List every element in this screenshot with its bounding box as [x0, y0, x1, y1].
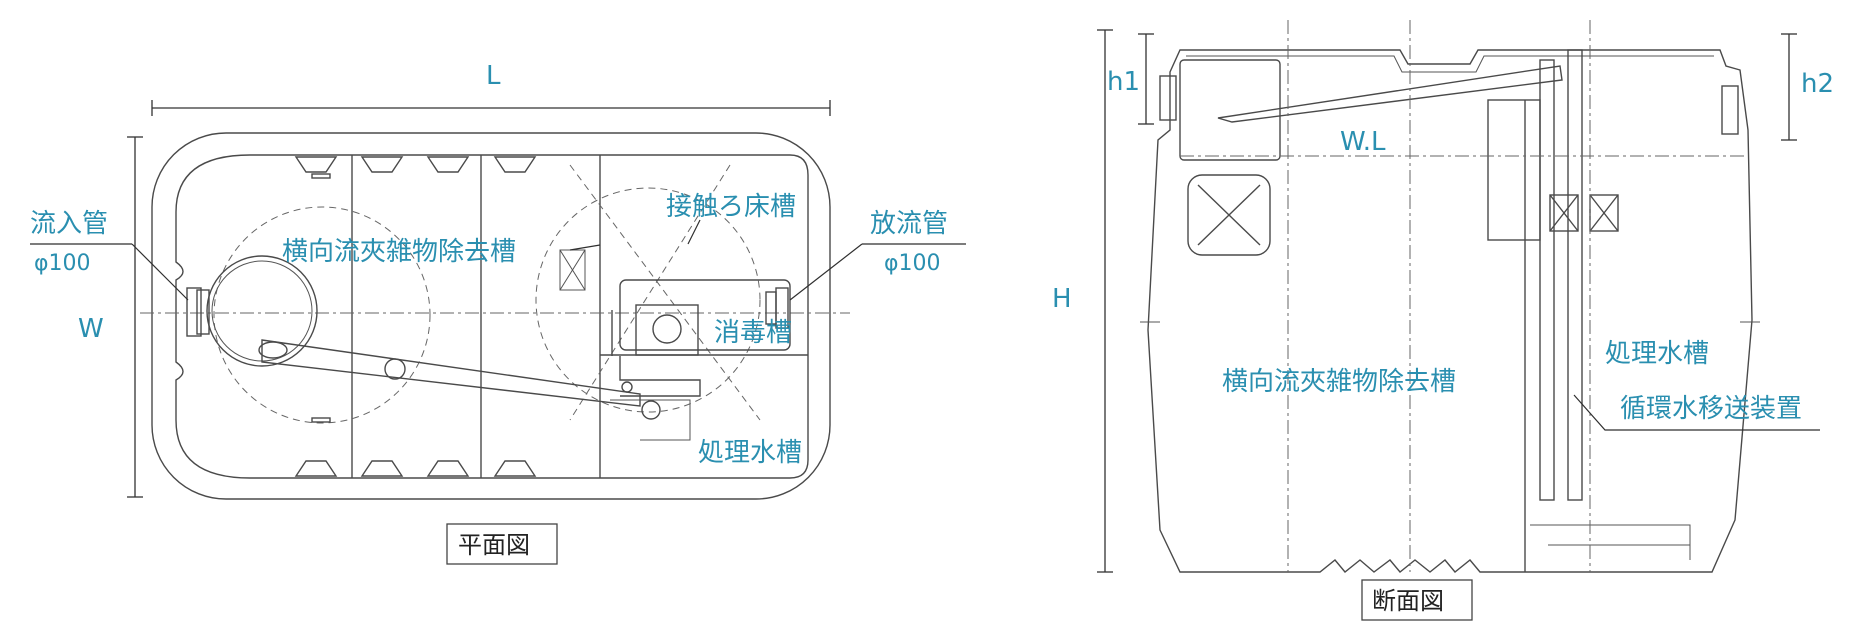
section-view: H h1 h2 — [1052, 20, 1834, 621]
section-treated-label: 処理水槽 — [1605, 339, 1709, 369]
h1-label: h1 — [1107, 67, 1140, 97]
plan-view: L W — [30, 61, 966, 565]
section-tank-outline — [1147, 49, 1753, 573]
plan-disinfect-label: 消毒槽 — [714, 318, 792, 348]
plan-treated-label: 処理水槽 — [698, 438, 802, 468]
h2-label: h2 — [1801, 69, 1834, 99]
section-caption: 断面図 — [1372, 587, 1444, 615]
outlet-size: φ100 — [884, 251, 941, 276]
plan-sediment-label: 横向流夾雑物除去槽 — [282, 237, 516, 267]
inlet-size: φ100 — [34, 251, 91, 276]
length-label: L — [486, 61, 501, 91]
h1-dimension: h1 — [1107, 33, 1154, 125]
height-label: H — [1052, 284, 1072, 314]
width-label: W — [78, 314, 104, 344]
section-sediment-label: 横向流夾雑物除去槽 — [1222, 367, 1456, 397]
inlet-label: 流入管 — [30, 209, 108, 239]
length-dimension: L — [151, 61, 831, 116]
width-dimension: W — [78, 136, 143, 498]
plan-caption: 平面図 — [458, 531, 530, 559]
circulation-device-label: 循環水移送装置 — [1620, 394, 1802, 424]
outlet-label: 放流管 — [870, 209, 948, 239]
plan-tank-outline — [151, 132, 831, 500]
height-dimension: H — [1052, 29, 1113, 573]
water-level-label: W.L — [1340, 127, 1386, 157]
h2-dimension: h2 — [1781, 33, 1834, 141]
plan-inner-wall — [175, 154, 809, 479]
plan-contact-label: 接触ろ床槽 — [666, 192, 796, 222]
